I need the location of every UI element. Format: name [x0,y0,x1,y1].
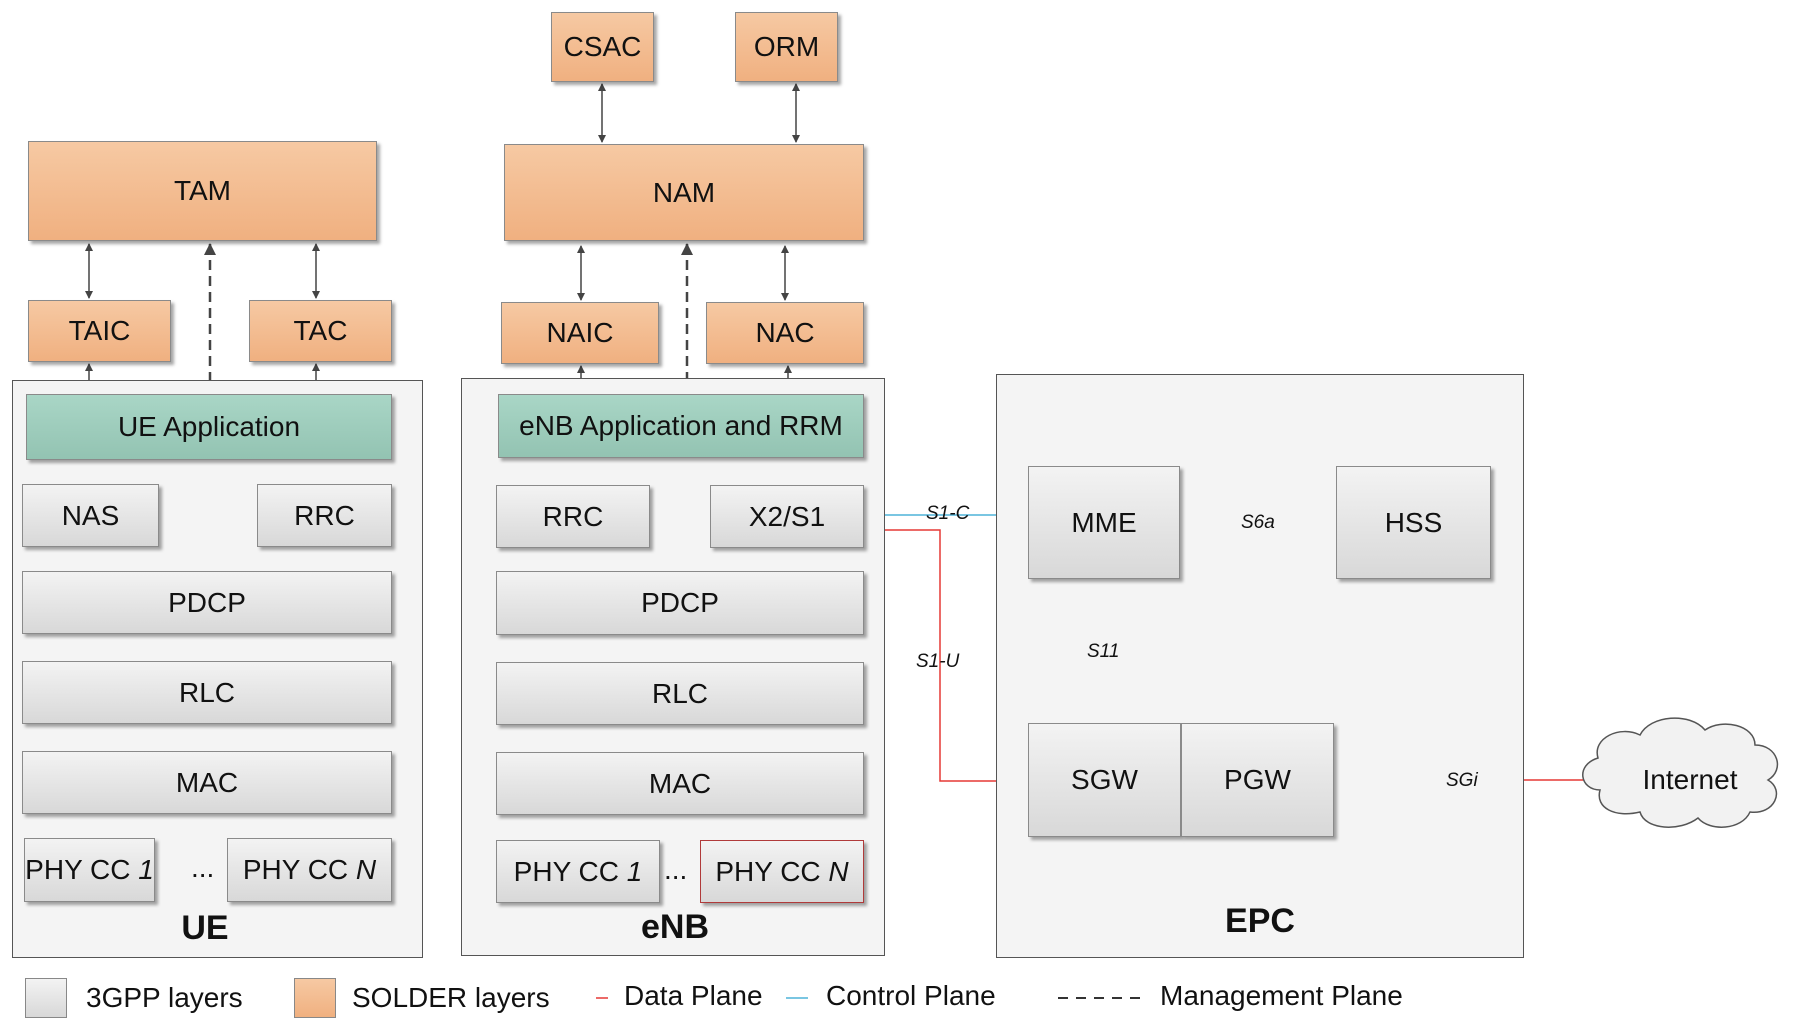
ue-nas-label: NAS [61,499,120,531]
mme-box[interactable]: MME [1028,466,1180,579]
legend-solder-swatch [294,978,336,1018]
mme-label: MME [1071,506,1137,538]
internet-label[interactable]: Internet [1642,764,1738,795]
enb-mac-label: MAC [648,767,712,799]
ue-phy-cc-n-index: N [355,854,377,885]
hss-box[interactable]: HSS [1336,466,1491,579]
ue-phy-cc-1-box[interactable]: PHY CC 1 [24,838,155,902]
ue-rrc-box[interactable]: RRC [257,484,392,547]
legend-gpp-swatch [25,978,67,1018]
hss-label: HSS [1384,506,1443,538]
tam-box[interactable]: TAM [28,141,377,241]
enb-rrc-box[interactable]: RRC [496,485,650,548]
s6a-label: S6a [1241,512,1275,533]
tac-box[interactable]: TAC [249,300,392,362]
enb-phy-cc-n-box[interactable]: PHY CC N [700,840,864,903]
s1u-label: S1-U [916,651,960,672]
s11-label: S11 [1087,641,1120,662]
legend-data-label: Data Plane [624,980,763,1011]
enb-phy-cc-1-box[interactable]: PHY CC 1 [496,840,660,903]
enb-phy-cc-n-index: N [828,855,849,887]
enb-x2s1-box[interactable]: X2/S1 [710,485,864,548]
enb-application-box[interactable]: eNB Application and RRM [498,394,864,458]
nam-label: NAM [652,176,716,208]
legend-control-label: Control Plane [826,980,996,1011]
ue-phy-cc-n-box[interactable]: PHY CC N [227,838,392,902]
ue-rlc-box[interactable]: RLC [22,661,392,724]
sgw-label: SGW [1071,764,1138,795]
enb-node-label: eNB [640,908,710,946]
ue-rrc-label: RRC [294,499,355,531]
enb-pdcp-label: PDCP [641,587,719,618]
enb-rlc-label: RLC [651,677,708,709]
enb-rlc-box[interactable]: RLC [496,662,864,725]
taic-box[interactable]: TAIC [28,300,171,362]
legend-gpp-label: 3GPP layers [86,982,243,1013]
ue-pdcp-label: PDCP [168,586,246,618]
ue-phy-cc-n-prefix: PHY CC [242,854,356,885]
ue-phy-cc-1-index: 1 [138,854,154,885]
tam-label: TAM [173,175,232,206]
csac-label: CSAC [563,31,642,62]
epc-container [996,374,1524,958]
ue-application-box[interactable]: UE Application [26,394,392,460]
legend-solder-label: SOLDER layers [352,982,550,1013]
ue-phy-cc-1-prefix: PHY CC [25,854,139,885]
enb-application-label: eNB Application and RRM [519,410,843,441]
enb-rrc-label: RRC [542,500,604,532]
internet-cloud [1582,717,1779,828]
ue-phy-ellipsis: ... [191,852,215,883]
s1c-label: S1-C [926,503,970,524]
ue-solder-links [85,243,320,393]
legend-management-label: Management Plane [1160,980,1403,1011]
ue-pdcp-box[interactable]: PDCP [22,571,392,634]
nac-box[interactable]: NAC [706,302,864,364]
enb-phy-cc-1-index: 1 [626,855,643,887]
ue-mac-label: MAC [175,766,239,798]
enb-phy-ellipsis: ... [664,854,688,885]
ue-node-label: UE [181,909,229,947]
orm-box[interactable]: ORM [735,12,838,82]
enb-mac-box[interactable]: MAC [496,752,864,815]
enb-phy-cc-1-prefix: PHY CC [513,855,627,887]
enb-x2s1-label: X2/S1 [748,500,826,532]
nam-box[interactable]: NAM [504,144,864,241]
taic-label: TAIC [68,315,131,346]
nac-label: NAC [755,317,815,348]
enb-pdcp-box[interactable]: PDCP [496,571,864,635]
sgw-box[interactable]: SGW [1028,723,1181,837]
orm-label: ORM [753,31,820,62]
csac-box[interactable]: CSAC [551,12,654,82]
naic-box[interactable]: NAIC [501,302,659,364]
ue-mac-box[interactable]: MAC [22,751,392,814]
naic-label: NAIC [546,317,614,348]
pgw-label: PGW [1224,764,1291,795]
ue-rlc-label: RLC [178,676,235,708]
enb-phy-cc-n-prefix: PHY CC [715,855,829,887]
pgw-box[interactable]: PGW [1181,723,1334,837]
epc-node-label: EPC [1225,902,1295,940]
tac-label: TAC [293,315,348,346]
ue-application-label: UE Application [117,411,301,442]
ue-nas-box[interactable]: NAS [22,484,159,547]
sgi-label: SGi [1446,770,1478,791]
